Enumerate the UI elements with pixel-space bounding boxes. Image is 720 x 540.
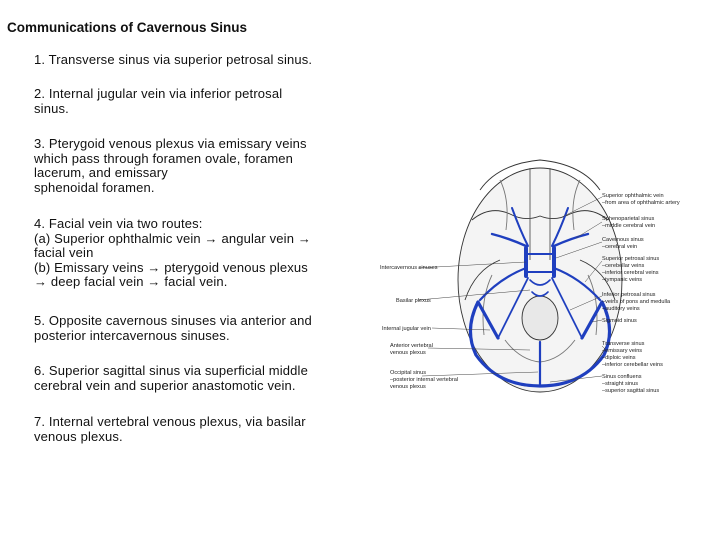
list-item: 4. Facial vein via two routes: (a) Super… [34,216,311,289]
label: Transverse sinus [602,341,645,347]
left-labels: Intercavernous sinuses Basilar plexus In… [380,265,458,390]
label: –posterior internal vertebral [390,377,458,383]
label: –inferior cerebral veins [602,270,659,276]
label: –inferior cerebellar veins [602,362,663,368]
label: –veins of pons and medulla [602,299,671,305]
list-item: 6. Superior sagittal sinus via superfici… [34,363,308,393]
label: –cerebral vein [602,244,637,250]
list-item: 5. Opposite cavernous sinuses via anteri… [34,313,312,343]
label: Sphenoparietal sinus [602,216,654,222]
inferior-petrosal-sinus [497,277,583,339]
label: –emissary veins [602,348,642,354]
label: Sinus confluens [602,374,642,380]
basilar-plexus [529,279,551,297]
list-item: 1. Transverse sinus via superior petrosa… [34,52,313,67]
label: Superior ophthalmic vein [602,193,664,199]
label: –superior sagittal sinus [602,388,659,394]
label: Sigmoid sinus [602,318,637,324]
label: –diploic veins [602,355,636,361]
list-item: 7. Internal vertebral venous plexus, via… [34,414,306,444]
label: –auditory veins [602,306,640,312]
label: Cavernous sinus [602,237,644,243]
slide-title: Communications of Cavernous Sinus [7,20,248,35]
label: venous plexus [390,384,426,390]
label: Anterior vertebral [390,343,433,349]
leader-lines [417,196,607,383]
label: –from area of ophthalmic artery [602,200,680,206]
label: –straight sinus [602,381,638,387]
intercavernous-sinuses [525,253,555,273]
list-item: 3. Pterygoid venous plexus via emissary … [34,136,307,195]
label: Basilar plexus [396,298,431,304]
label: Superior petrosal sinus [602,256,659,262]
label: Internal jugular vein [382,326,431,332]
transverse-sinus [468,300,612,388]
sphenoparietal-sinus [490,232,590,248]
label: Inferior petrosal sinus [602,292,656,298]
cranial-base-diagram: Superior ophthalmic vein –from area of o… [380,159,680,394]
right-labels: Superior ophthalmic vein –from area of o… [602,193,680,394]
superior-ophthalmic-vein [511,207,569,247]
sigmoid-sinus [476,300,604,340]
label: venous plexus [390,350,426,356]
venous-sinuses [468,207,612,388]
label: –tympanic veins [602,277,642,283]
label: Intercavernous sinuses [380,265,438,271]
label: –cerebellar veins [602,263,644,269]
list-item: 2. Internal jugular vein via inferior pe… [34,86,283,116]
label: –middle cerebral vein [602,223,655,229]
superior-petrosal-sinus [478,266,602,302]
dural-sinus-illustration: Superior ophthalmic vein –from area of o… [380,150,680,420]
label: Occipital sinus [390,370,426,376]
